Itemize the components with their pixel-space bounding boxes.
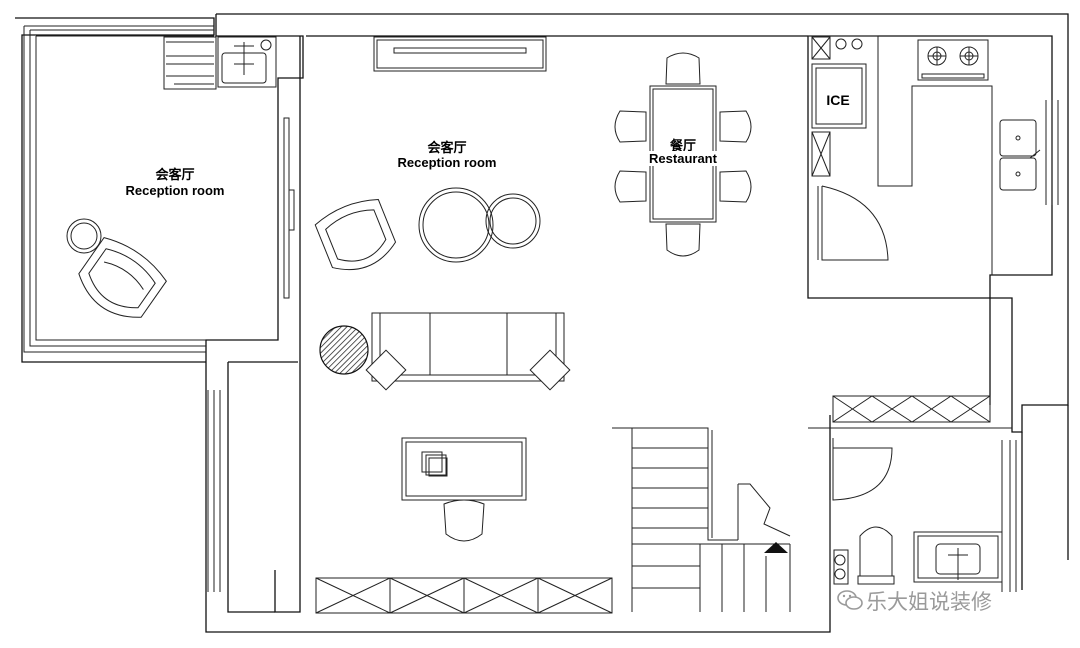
center-reception-room xyxy=(314,36,613,614)
kitchen xyxy=(808,35,1059,275)
cabinet xyxy=(163,36,217,90)
toilet xyxy=(859,526,893,577)
bathroom-sink xyxy=(913,531,1003,583)
dining-area xyxy=(614,52,752,257)
round-side-table xyxy=(485,193,541,249)
armchair xyxy=(78,237,167,318)
restaurant-label-en: Restaurant xyxy=(638,151,728,166)
bathroom xyxy=(808,395,1017,610)
wardrobe xyxy=(315,577,613,614)
round-stool xyxy=(319,325,369,375)
restaurant-label-cn: 餐厅 xyxy=(669,138,696,153)
desk xyxy=(401,437,527,501)
dining-chair xyxy=(665,52,701,85)
center-reception-label-en: Reception room xyxy=(397,155,497,170)
dining-chair xyxy=(665,223,701,257)
tv-console xyxy=(373,36,547,72)
dining-chair xyxy=(719,170,752,203)
left-reception-room xyxy=(15,17,295,363)
stair-direction-arrow xyxy=(764,542,788,553)
left-reception-label-en: Reception room xyxy=(125,183,225,198)
dining-chair xyxy=(614,170,647,203)
wechat-icon xyxy=(836,588,864,612)
gas-stove xyxy=(917,39,989,81)
fridge xyxy=(811,63,867,129)
watermark-text: 乐大姐说装修 xyxy=(866,590,992,614)
ice-label: ICE xyxy=(826,92,850,108)
dining-chair xyxy=(614,110,647,143)
staircase xyxy=(612,427,791,612)
exterior-walls xyxy=(205,13,1069,633)
sink xyxy=(217,36,277,88)
side-table xyxy=(66,218,102,254)
armchair xyxy=(314,198,397,271)
left-reception-label-cn: 会客厅 xyxy=(155,167,195,182)
kitchen-sink xyxy=(999,119,1041,191)
center-reception-label-cn: 会客厅 xyxy=(427,140,467,155)
desk-chair xyxy=(443,499,485,542)
round-coffee-table xyxy=(418,187,494,263)
dining-chair xyxy=(719,110,752,143)
sofa xyxy=(365,312,571,391)
